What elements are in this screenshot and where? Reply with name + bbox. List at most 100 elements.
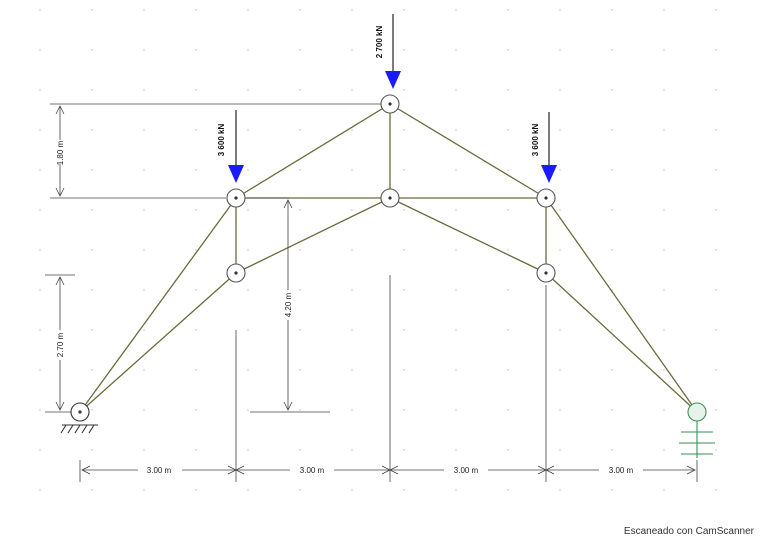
grid-dot — [507, 9, 509, 11]
grid-dot — [507, 169, 509, 171]
grid-dot — [403, 129, 405, 131]
dim-arrow-inner-a — [283, 199, 293, 209]
load-arrow-left-head — [228, 165, 244, 183]
member-top-right — [389, 103, 547, 199]
grid-dot — [299, 489, 301, 491]
grid-dot — [455, 449, 457, 451]
grid-dot — [403, 489, 405, 491]
grid-dot — [455, 369, 457, 371]
grid-dot — [507, 49, 509, 51]
grid-dot — [143, 169, 145, 171]
grid-dot — [559, 89, 561, 91]
grid-dot — [715, 329, 717, 331]
grid-dot — [299, 289, 301, 291]
grid-dot — [663, 289, 665, 291]
grid-dot — [351, 489, 353, 491]
grid-dot — [455, 409, 457, 411]
grid-dot — [507, 369, 509, 371]
grid-dot — [299, 169, 301, 171]
grid-dot — [39, 129, 41, 131]
grid-dot — [455, 89, 457, 91]
dim-arrow-bottom-b — [55, 401, 65, 411]
grid-dot — [143, 49, 145, 51]
vertical-dimensions — [55, 105, 293, 411]
grid-dot — [403, 169, 405, 171]
grid-dot — [715, 169, 717, 171]
grid-dot — [507, 249, 509, 251]
dim-label-inner: 4.20 m — [284, 292, 293, 317]
grid-dot — [715, 449, 717, 451]
grid-dot — [559, 9, 561, 11]
span-arrow-4b — [686, 465, 696, 475]
grid-dot — [299, 209, 301, 211]
grid-dot — [559, 49, 561, 51]
left-support — [60, 402, 98, 434]
grid-dot — [455, 289, 457, 291]
member-top-left — [235, 103, 391, 199]
load-label-right: 3 600 kN — [531, 124, 540, 157]
load-arrows — [235, 14, 550, 168]
grid-dot — [663, 249, 665, 251]
grid-dot — [611, 129, 613, 131]
grid-dot — [455, 169, 457, 171]
grid-dot — [611, 49, 613, 51]
grid-dot — [143, 89, 145, 91]
grid-dot — [91, 289, 93, 291]
dim-label-bg-top — [52, 140, 68, 164]
grid-dot — [403, 369, 405, 371]
grid-dot — [195, 9, 197, 11]
grid-dot — [715, 89, 717, 91]
span-label-2: 3.00 m — [300, 466, 325, 475]
grid-dot — [351, 209, 353, 211]
grid-dot — [351, 329, 353, 331]
grid-dot — [403, 449, 405, 451]
grid-dot — [143, 249, 145, 251]
grid-dot — [143, 129, 145, 131]
grid-dot — [455, 129, 457, 131]
span-label-bg-1 — [138, 464, 182, 476]
grid-dot — [247, 9, 249, 11]
grid-dot — [507, 129, 509, 131]
grid-dot — [403, 289, 405, 291]
load-label-center: 2 700 kN — [375, 26, 384, 59]
load-arrow-heads — [228, 71, 557, 183]
grid-dot — [559, 489, 561, 491]
grid-dot — [663, 329, 665, 331]
grid-dot — [663, 49, 665, 51]
grid-dot — [39, 289, 41, 291]
span-arrow-2a — [235, 465, 245, 475]
dim-arrow-inner-b — [283, 401, 293, 411]
member-inner-left — [235, 197, 391, 274]
grid-dot — [715, 129, 717, 131]
scanner-watermark: Escaneado con CamScanner — [623, 526, 754, 537]
grid-dot — [507, 289, 509, 291]
grid-dot — [247, 209, 249, 211]
grid-dot — [299, 449, 301, 451]
grid-dot — [39, 489, 41, 491]
span-arrow-4a — [545, 465, 555, 475]
grid-dot — [143, 489, 145, 491]
grid-dot — [143, 289, 145, 291]
grid-dot — [507, 209, 509, 211]
grid-dot — [559, 249, 561, 251]
grid-dot — [91, 409, 93, 411]
grid-dot — [91, 369, 93, 371]
grid-dot — [559, 289, 561, 291]
grid-dot — [663, 89, 665, 91]
grid-dot — [39, 9, 41, 11]
grid-dot — [663, 9, 665, 11]
grid-dot — [299, 329, 301, 331]
grid-dot — [455, 49, 457, 51]
span-label-bg-3 — [444, 464, 488, 476]
grid-dot — [507, 89, 509, 91]
grid-dot — [663, 369, 665, 371]
grid-dot — [195, 489, 197, 491]
grid-dot — [351, 449, 353, 451]
dim-arrow-bottom-a — [55, 276, 65, 286]
member-left-lower — [79, 272, 237, 413]
grid-dot — [611, 209, 613, 211]
grid-dot — [247, 449, 249, 451]
grid-dot — [715, 489, 717, 491]
span-label-bg-2 — [290, 464, 334, 476]
grid-dot — [143, 409, 145, 411]
